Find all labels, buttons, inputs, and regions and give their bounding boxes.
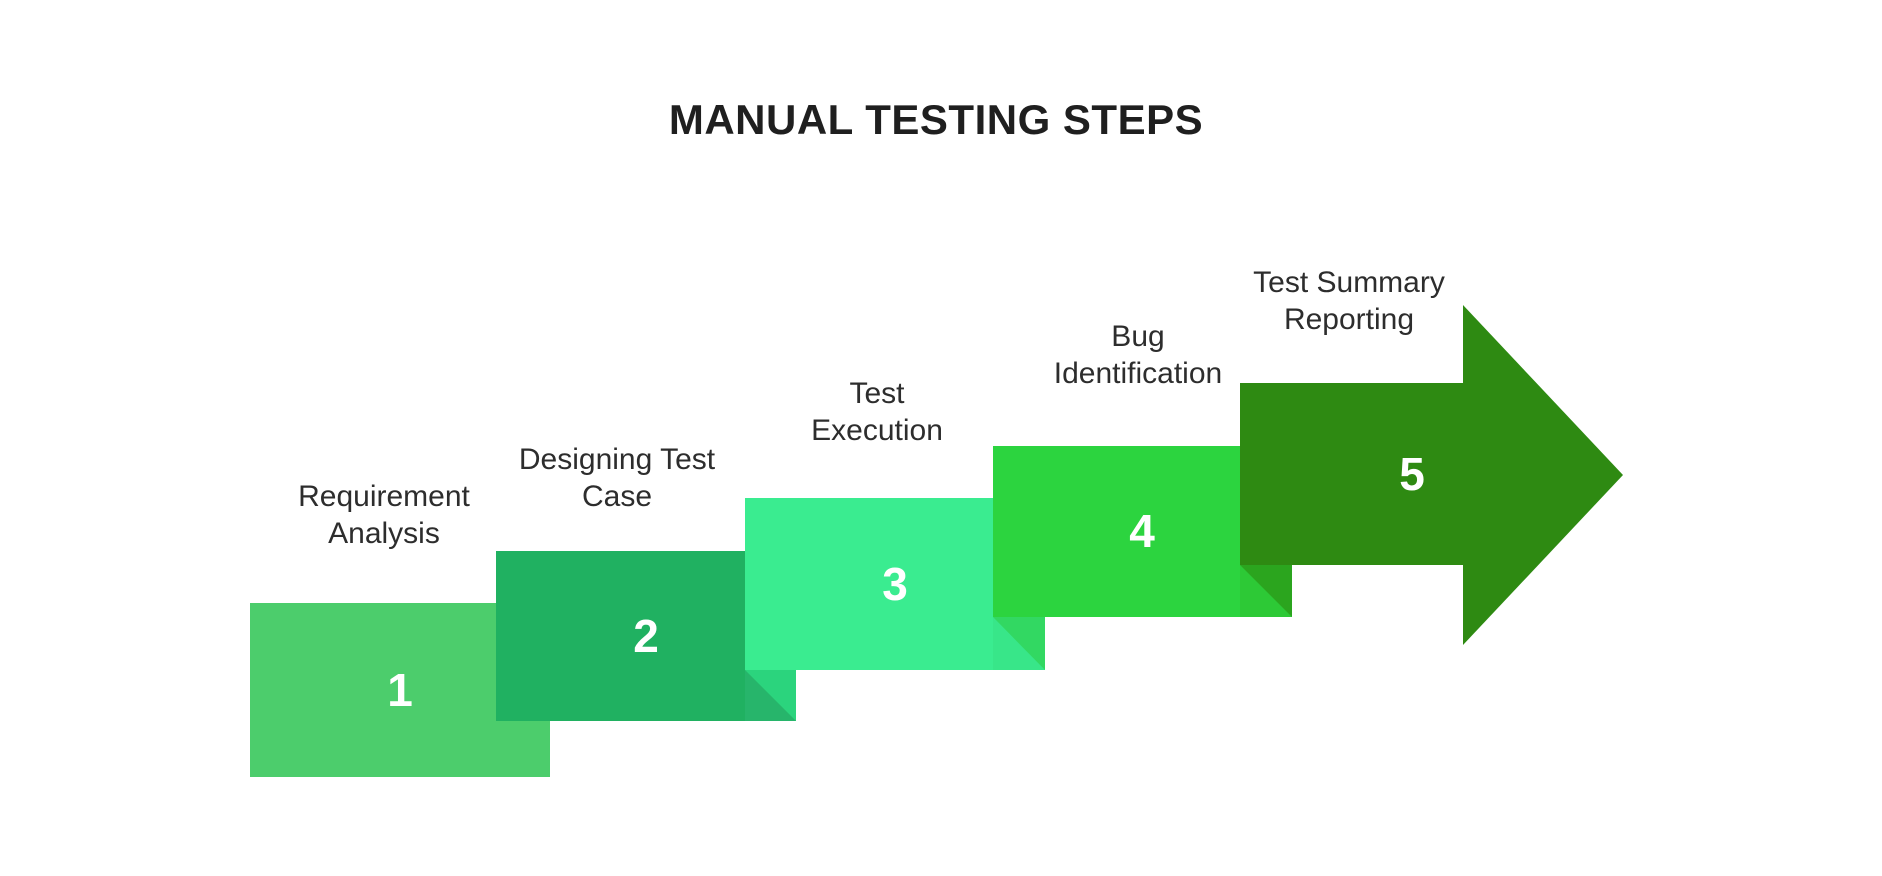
fold-corner-step-2-3 — [745, 670, 796, 721]
step-2-label-line-2: Case — [581, 480, 653, 513]
step-2-label-line-1: Designing Test — [518, 443, 716, 476]
page-title: MANUAL TESTING STEPS — [668, 96, 1204, 143]
step-4-label-line-2: Identification — [1053, 357, 1223, 390]
step-1-label-line-1: Requirement — [298, 480, 470, 513]
step-3-label: Test Execution — [811, 375, 943, 449]
step-4-label-line-1: Bug — [1111, 320, 1165, 353]
step-2-label: Designing Test Case — [519, 441, 715, 515]
step-1-label-line-2: Analysis — [328, 517, 440, 550]
step-3-label-line-2: Execution — [811, 414, 943, 447]
step-5-label: Test Summary Reporting — [1253, 264, 1445, 338]
step-5-number: 5 — [1399, 448, 1425, 500]
step-1-label: Requirement Analysis — [298, 478, 470, 552]
step-5-label-line-2: Reporting — [1283, 303, 1415, 336]
step-5-block — [1240, 383, 1463, 565]
arrow-head-icon — [1463, 305, 1623, 645]
step-3-number: 3 — [882, 558, 908, 610]
fold-corner-step-4-5 — [1240, 565, 1292, 617]
step-3-label-line-1: Test — [849, 377, 905, 410]
step-5-label-line-1: Test Summary — [1253, 266, 1445, 299]
fold-corner-step-3-4 — [993, 617, 1045, 670]
step-1-number: 1 — [387, 664, 413, 716]
step-4-label: Bug Identification — [1054, 318, 1222, 392]
step-2-number: 2 — [633, 610, 659, 662]
step-4-number: 4 — [1129, 505, 1155, 557]
